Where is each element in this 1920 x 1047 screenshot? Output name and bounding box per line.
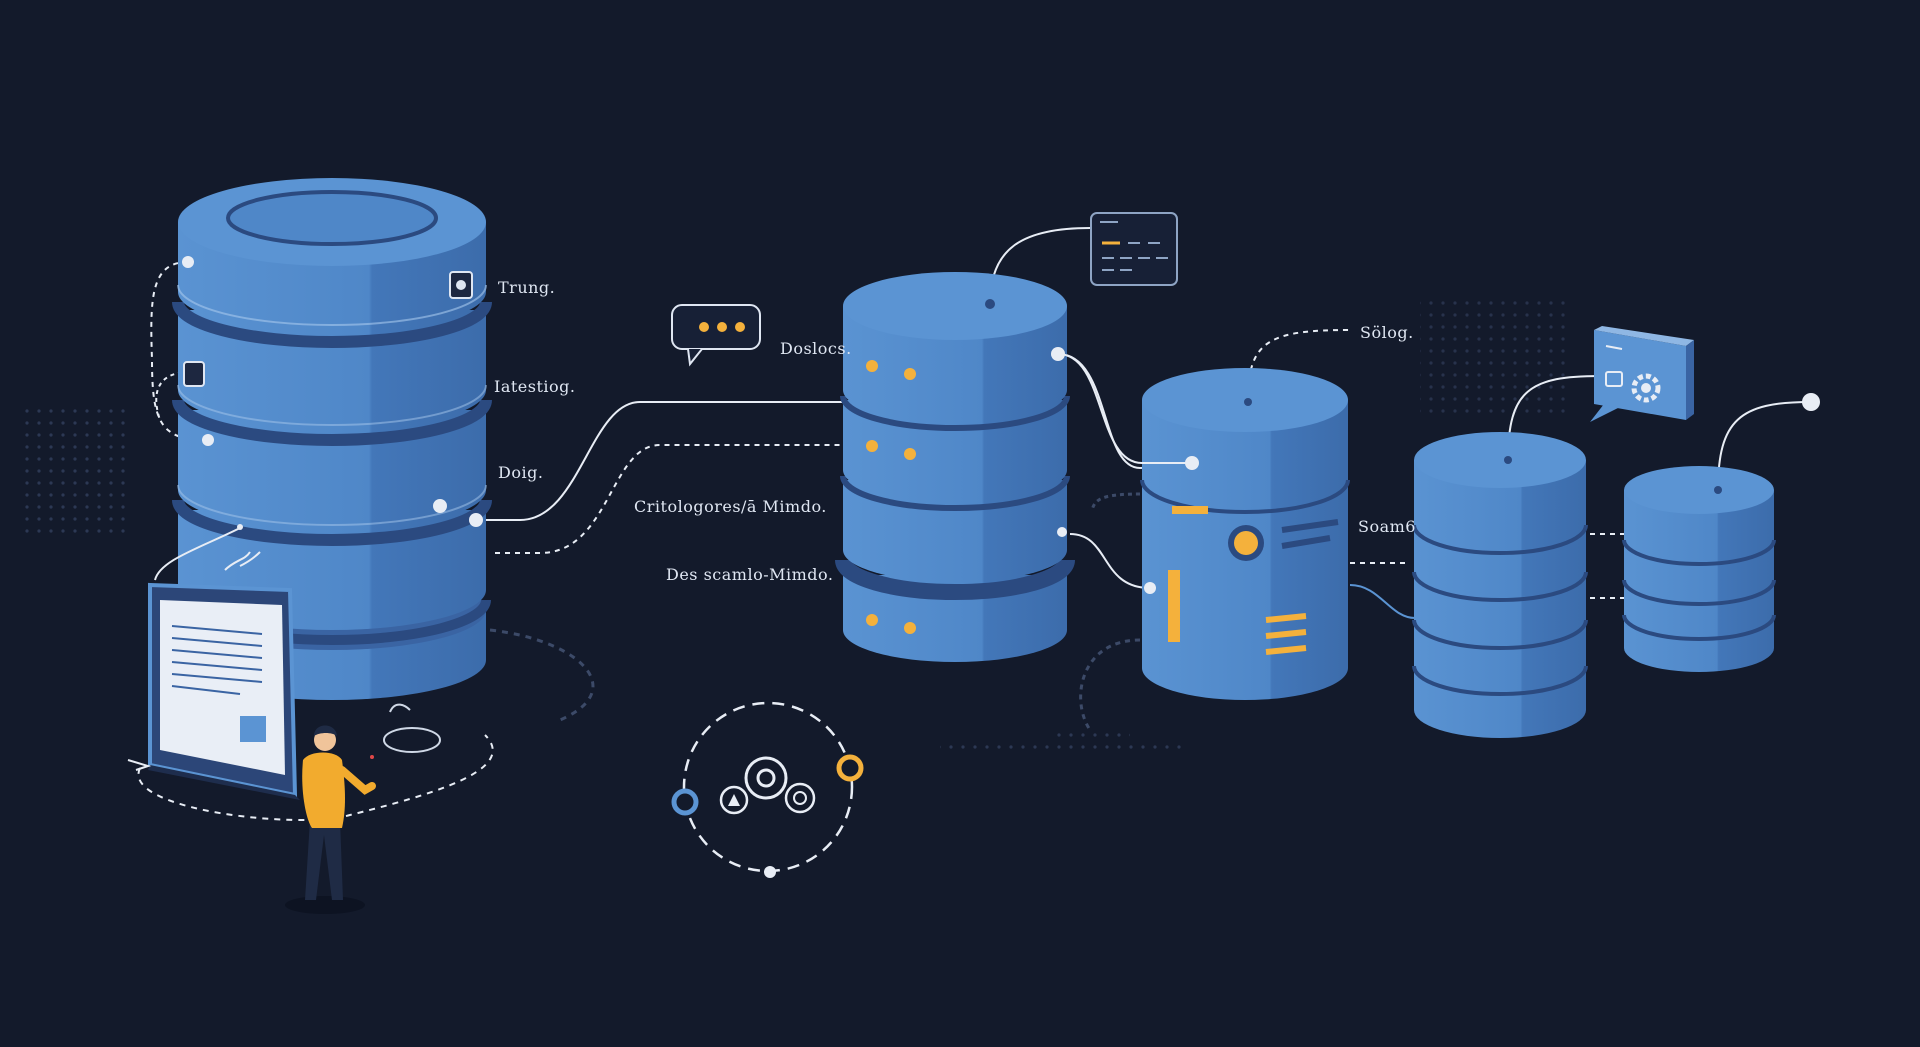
small-loop-icon [383,703,441,753]
label-crit-logs: Critologores/ā Mimdo. [634,497,827,516]
dot-grid-right [1420,300,1570,420]
gear-icon [1590,326,1694,422]
database-cylinder-icon [1622,393,1820,672]
label-trung: Trung. [498,278,555,297]
label-doslocs: Doslocs. [780,339,852,358]
line-db3-solog [1247,329,1351,401]
terminal-window-icon [1090,212,1178,286]
label-iatestlog: Iatestiog. [494,377,575,396]
person-icon [285,725,376,914]
left-bottom-dashed-arc [489,628,595,722]
orbit-network-icon [671,701,864,878]
dot-row-bottom [940,740,1185,752]
dot-row-bottom-2 [1050,725,1130,737]
connectors [137,227,1811,821]
label-doig: Doig. [498,463,543,482]
arrow-left-curve [127,759,152,771]
monitor-icon [148,524,300,800]
label-solog: Sölog. [1360,323,1414,342]
database-cylinder-icon [1140,368,1350,700]
database-cylinder-icon [835,272,1075,662]
chat-bubble-icon [671,304,761,367]
label-soam6: Soam6 [1358,517,1416,536]
db3-bottom-dashed [1079,638,1141,731]
dot-grid-left [18,402,130,538]
line-db2-to-db3-b [1069,533,1151,589]
label-des-seamlo: Des scamlo-Mimdo. [666,565,833,584]
db3-to-db4-curve [1349,584,1416,619]
person-ellipse [137,734,494,821]
flow-line-dashed [495,444,845,554]
database-cylinder-icon [1412,432,1588,738]
db2-to-db3-line [1057,353,1192,464]
db3-left-dashed [1090,492,1141,511]
flow-line-main [478,401,860,521]
